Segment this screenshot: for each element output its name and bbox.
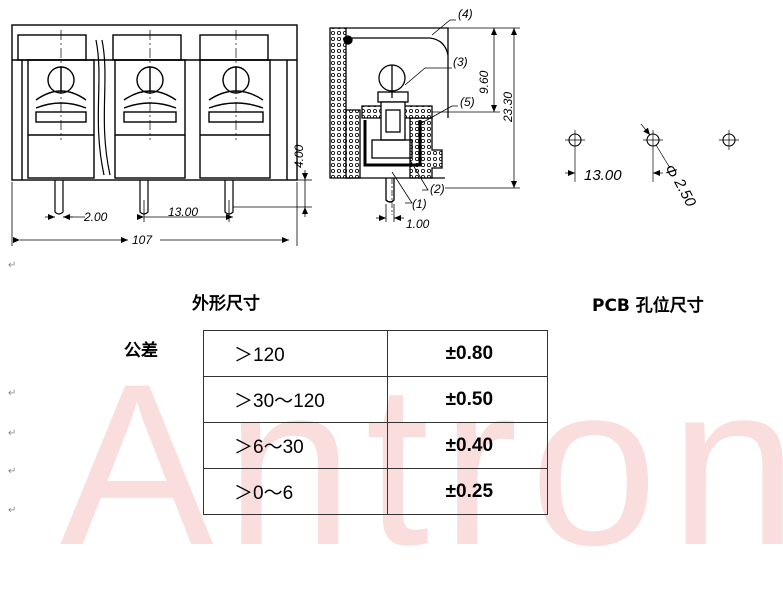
tolerance-range: ＞0～6: [203, 468, 388, 515]
tolerance-value: ±0.50: [386, 376, 549, 423]
callout-4: (4): [458, 7, 473, 21]
table-row: ＞120 ±0.80: [203, 330, 549, 377]
callout-1: (1): [412, 197, 427, 211]
paragraph-mark: ↵: [8, 388, 17, 399]
side-total-height-dim: 23.30: [501, 92, 515, 123]
tolerance-range: ＞6～30: [203, 422, 388, 469]
pcb-hole-view: [565, 123, 739, 182]
callout-5: (5): [460, 95, 475, 109]
paragraph-mark: ↵: [8, 505, 17, 516]
table-row: ＞30～120 ±0.50: [203, 376, 549, 423]
tolerance-value: ±0.25: [386, 468, 549, 515]
terminal-cell-1: [27, 59, 95, 179]
tolerance-value: ±0.80: [386, 330, 549, 377]
front-view: [11, 24, 312, 246]
outline-dimensions-heading: 外形尺寸: [192, 294, 260, 314]
tolerance-table: ＞120 ±0.80 ＞30～120 ±0.50 ＞6～30 ±0.40 ＞0～…: [203, 330, 549, 515]
pcb-pitch-dim: 13.00: [584, 167, 622, 184]
callout-2: (2): [430, 182, 445, 196]
tolerance-value: ±0.40: [386, 422, 549, 469]
front-height-dim: 4.00: [292, 144, 306, 168]
tolerance-label: 公差: [124, 341, 158, 361]
callout-3: (3): [453, 55, 468, 69]
side-pin-dim: 1.00: [406, 217, 430, 231]
pcb-hole-dim: 2.50: [670, 175, 699, 210]
pcb-hole-heading: PCB 孔位尺寸: [592, 296, 704, 316]
tolerance-range: ＞30～120: [203, 376, 388, 423]
table-row: ＞6～30 ±0.40: [203, 422, 549, 469]
technical-drawing: 2.00 13.00 107 4.00: [11, 7, 739, 247]
paragraph-mark: ↵: [8, 260, 17, 271]
terminal-cell-2: [114, 59, 186, 179]
front-pitch-dim: 13.00: [168, 205, 198, 219]
pcb-hole-symbol: Φ: [660, 162, 681, 181]
paragraph-mark: ↵: [8, 466, 17, 477]
tolerance-range: ＞120: [203, 330, 388, 377]
table-row: ＞0～6 ±0.25: [203, 468, 549, 515]
front-pin-width-dim: 2.00: [83, 210, 108, 224]
terminal-body: [11, 24, 298, 181]
front-length-dim: 107: [132, 233, 153, 247]
terminal-cell-3: [199, 59, 271, 179]
paragraph-mark: ↵: [8, 428, 17, 439]
side-height-dim: 9.60: [477, 70, 491, 94]
side-view: [329, 19, 520, 222]
